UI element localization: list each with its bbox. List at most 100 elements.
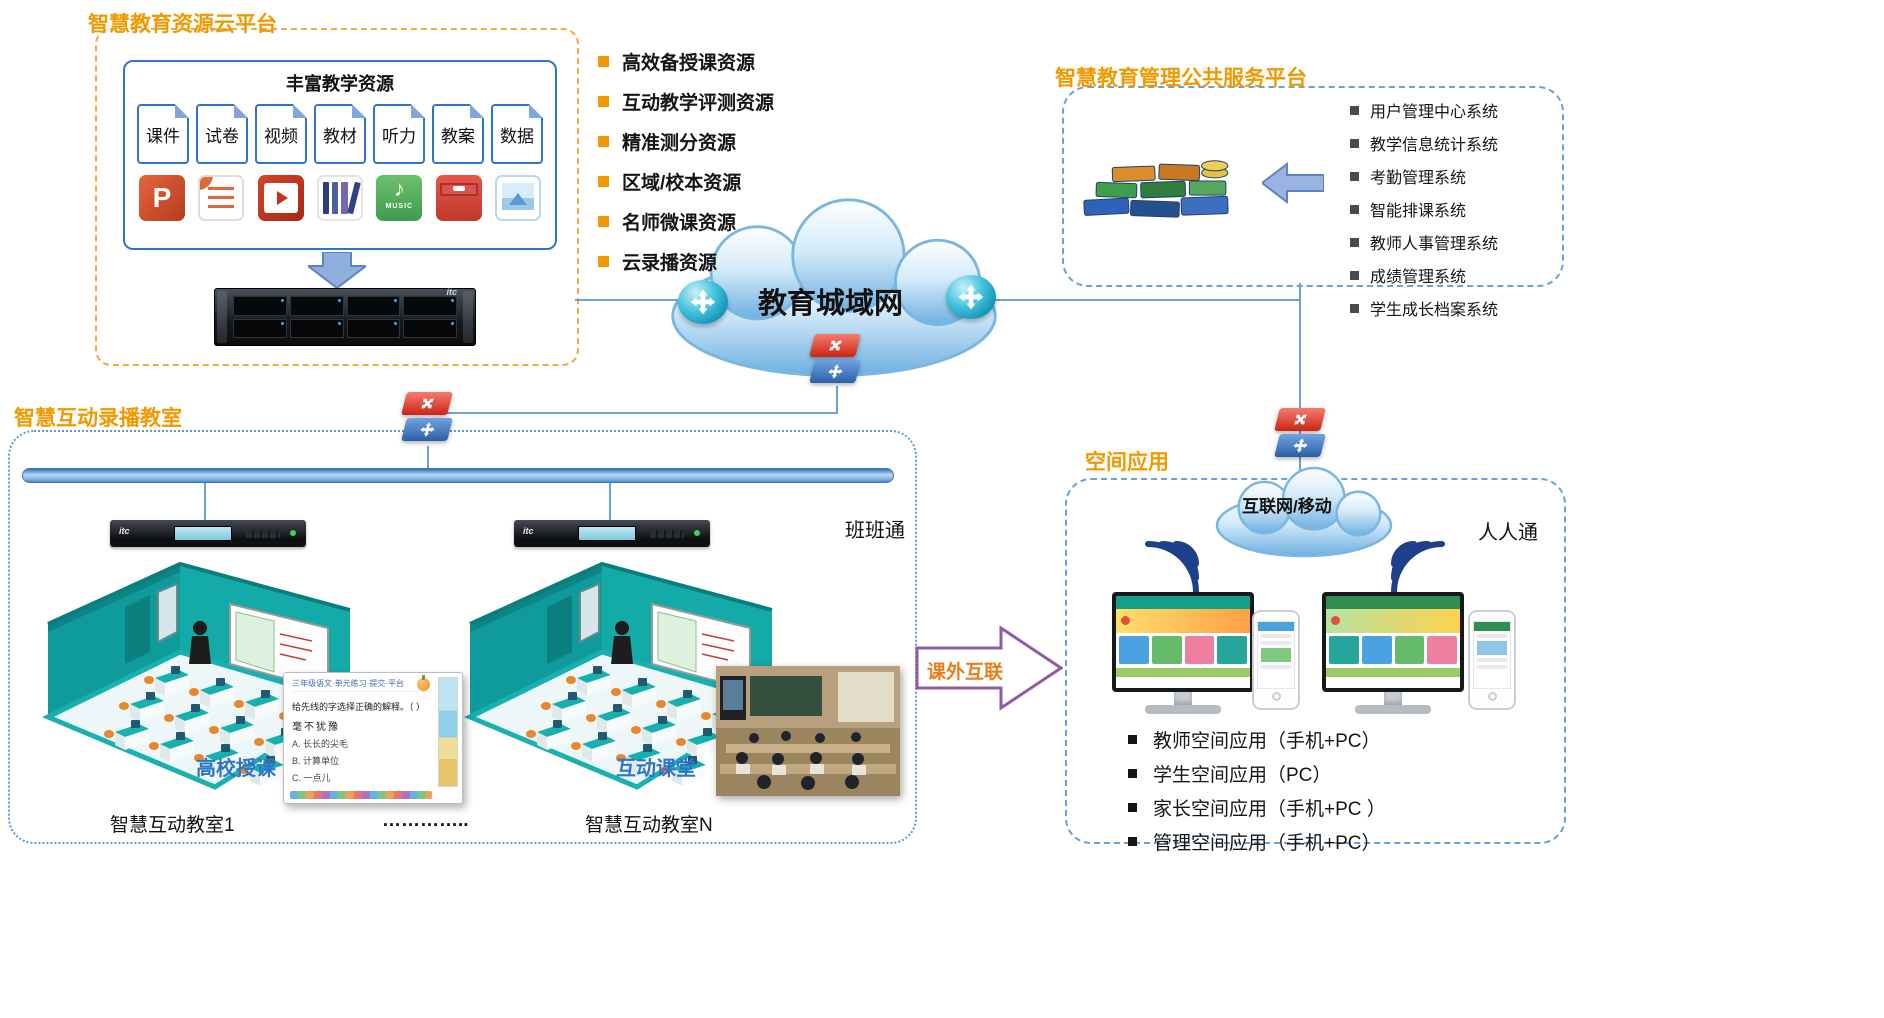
bullet-square [598, 96, 609, 107]
bullet-square [1350, 105, 1359, 115]
connector-line [992, 299, 1300, 301]
connector-line [204, 483, 206, 522]
recorder-device: itc [514, 520, 710, 547]
wan-cloud-label: 教育城域网 [758, 288, 904, 320]
wifi-signal-icon [1391, 541, 1445, 595]
interactive-class-label: 互动课堂 [616, 758, 696, 780]
resource-platform-box [95, 28, 579, 366]
doc-icon-exam: 试卷 [196, 104, 248, 164]
portal-tiles [1326, 633, 1460, 667]
router-icon [678, 280, 728, 324]
list-item: 考勤管理系统 [1350, 164, 1498, 188]
mobile-phone [1252, 610, 1300, 710]
connector-line [1299, 283, 1301, 486]
bullet-square [1128, 769, 1137, 778]
list-item: 智能排课系统 [1350, 197, 1498, 221]
portal-header [1116, 596, 1250, 609]
recorder-device: itc [110, 520, 306, 547]
room1-label: 智慧互动教室1 [110, 815, 235, 836]
recorder-buttons [650, 530, 684, 538]
bullet-square [1350, 237, 1359, 247]
list-item: 学生空间应用（PC） [1128, 760, 1386, 787]
list-item: 家长空间应用（手机+PC ） [1128, 794, 1386, 821]
monitor-stand [1384, 692, 1402, 705]
doc-icon-video: 视频 [255, 104, 307, 164]
quiz-option: B. 计算单位 [292, 756, 340, 766]
connector-line [427, 446, 429, 470]
renrentong-label: 人人通 [1478, 522, 1538, 544]
monitor-screen [1322, 592, 1464, 692]
portal-footer [1116, 668, 1250, 677]
music-icon: ♪ MUSIC [376, 175, 423, 221]
list-item: 用户管理中心系统 [1350, 98, 1498, 122]
ellipsis-label: ………….. [382, 810, 469, 831]
whiteboard-header: 三年级语文·单元练习·提交·平台 [292, 678, 434, 692]
connector-line [575, 299, 690, 301]
list-item: 互动教学评测资源 [598, 88, 774, 115]
recorder-display [174, 526, 232, 541]
network-bus-bar [22, 468, 894, 483]
space-section-title: 空间应用 [1085, 451, 1169, 474]
recorder-power-led [290, 530, 296, 536]
phone-screen [1257, 621, 1295, 689]
connector-line [609, 483, 611, 522]
interactive-whiteboard: 三年级语文·单元练习·提交·平台 给先线的字选择正确的解释。（ ） 毫不犹豫 A… [283, 672, 463, 804]
roomN-label: 智慧互动教室N [585, 815, 713, 836]
link-arrow: 课外互联 [915, 624, 1064, 712]
doc-icon-listening: 听力 [373, 104, 425, 164]
list-item: 管理空间应用（手机+PC） [1128, 828, 1386, 855]
classroom-section-box [8, 430, 917, 844]
list-item: 区域/校本资源 [598, 168, 774, 195]
resource-server: itc [214, 287, 476, 346]
whiteboard-image-strip [438, 677, 458, 787]
phone-home-button [1271, 692, 1281, 701]
recorder-power-led [694, 530, 700, 536]
connector-line [836, 386, 838, 414]
banbantong-label: 班班通 [845, 520, 905, 542]
server-brand: itc [446, 287, 457, 297]
quiz-option: C. 一点儿 [292, 773, 331, 783]
bullet-square [1350, 138, 1359, 148]
management-systems-list: 用户管理中心系统 教学信息统计系统 考勤管理系统 智能排课系统 教师人事管理系统… [1350, 98, 1498, 320]
doc-icon-lessonplan: 教案 [432, 104, 484, 164]
bullet-square [1128, 803, 1137, 812]
bullet-square [598, 56, 609, 67]
resource-platform-title: 智慧教育资源云平台 [88, 13, 277, 36]
wifi-signal-icon [1145, 541, 1199, 595]
internet-cloud [1215, 466, 1393, 558]
bullet-square [598, 176, 609, 187]
bullet-square [598, 136, 609, 147]
bullet-square [1128, 735, 1137, 744]
list-item: 高效备授课资源 [598, 48, 774, 75]
mobile-phone [1468, 610, 1516, 710]
portal-banner [1116, 609, 1250, 633]
list-item: 成绩管理系统 [1350, 263, 1498, 287]
monitor-screen [1112, 592, 1254, 692]
list-item: 教师人事管理系统 [1350, 230, 1498, 254]
portal-banner [1326, 609, 1460, 633]
monitor-base [1145, 705, 1221, 714]
classroom-photo [716, 666, 900, 796]
switch-icon [1274, 408, 1326, 460]
document-scroll-icon [198, 175, 245, 221]
connector-line [427, 412, 838, 414]
quiz-word: 毫不犹豫 [292, 722, 340, 733]
toolbox-icon [435, 175, 482, 221]
teaching-resource-panel: 丰富教学资源 课件 试卷 视频 教材 听力 教案 数据 P ♪ MUSIC [123, 60, 557, 250]
quiz-question: 给先线的字选择正确的解释。（ ） [292, 702, 426, 712]
hollow-arrow-icon [915, 625, 1064, 711]
bullet-square [598, 216, 609, 227]
doc-icon-courseware: 课件 [137, 104, 189, 164]
bullet-square [598, 256, 609, 267]
down-arrow-icon [308, 252, 366, 288]
monitor-stand [1174, 692, 1192, 705]
phone-screen [1473, 621, 1511, 689]
quiz-option: A. 长长的尖毛 [292, 739, 349, 749]
switch-icon [809, 334, 861, 386]
portal-header [1326, 596, 1460, 609]
lecture-label: 高校授课 [196, 758, 276, 780]
pumpkin-icon [417, 675, 430, 691]
books-stack-icon [1083, 160, 1229, 218]
link-arrow-label: 课外互联 [927, 662, 1004, 683]
